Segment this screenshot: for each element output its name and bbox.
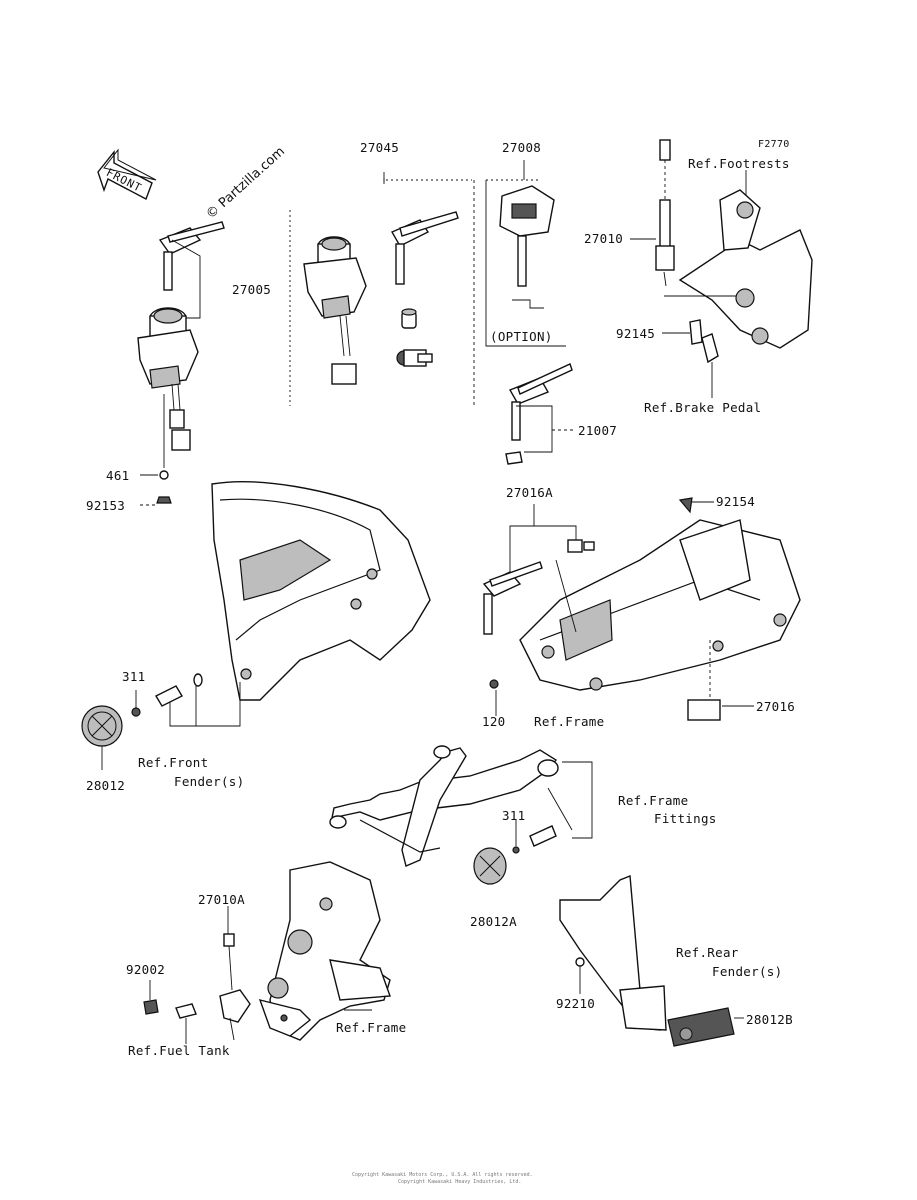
ref-rear-fender-line2: Fender(s) [712,964,783,979]
part-311-rear: 311 [502,808,526,823]
ref-rear-fender-line1: Ref.Rear [676,945,739,960]
ref-front-fender-line1: Ref.Front [138,755,209,770]
reflector-28012-illustration [81,705,123,747]
part-27045: 27045 [360,140,400,155]
part-27008: 27008 [502,140,542,155]
brake-switch-illustration [655,139,813,398]
part-27010: 27010 [584,231,624,246]
part-311-front: 311 [122,669,146,684]
switch-27010A-illustration [143,933,251,1041]
part-27016A: 27016A [506,485,553,500]
ref-frame-fittings-line2: Fittings [654,811,717,826]
part-28012B: 28012B [746,1012,793,1027]
ref-fuel-tank: Ref.Fuel Tank [128,1043,230,1058]
part-28012: 28012 [86,778,126,793]
reflector-28012A-illustration [473,847,507,885]
copyright-line-2: Copyright Kawasaki Heavy Industries, Ltd… [398,1179,522,1185]
figure-code: F2770 [758,139,790,150]
copyright-line-1: Copyright Kawasaki Motors Corp., U.S.A. … [352,1172,533,1178]
part-92153: 92153 [86,498,126,513]
option-label: (OPTION) [490,329,553,344]
ignition-set-illustration [303,211,459,385]
part-92145: 92145 [616,326,656,341]
rear-fender-illustration [559,875,667,1031]
footrest-bracket-illustration [258,861,391,1041]
frame-illustration [482,497,801,721]
part-21007: 21007 [578,423,618,438]
key-option-illustration [499,185,555,309]
ref-front-fender-line2: Fender(s) [174,774,245,789]
part-28012A: 28012A [470,914,517,929]
part-120: 120 [482,714,506,729]
part-27016: 27016 [756,699,796,714]
part-27005: 27005 [232,282,272,297]
front-arrow-icon [97,148,157,200]
part-92002: 92002 [126,962,166,977]
reflector-28012B-illustration [667,1007,735,1047]
part-461: 461 [106,468,130,483]
part-92154: 92154 [716,494,756,509]
key-set-illustration [505,363,573,465]
front-fender-illustration [211,481,431,701]
frame-fittings-illustration [329,745,559,867]
ref-frame-lower: Ref.Frame [336,1020,407,1035]
ref-brake-pedal: Ref.Brake Pedal [644,400,762,415]
ref-footrests: Ref.Footrests [688,156,790,171]
part-92210: 92210 [556,996,596,1011]
ref-frame-upper: Ref.Frame [534,714,605,729]
ignition-switch-illustration [137,221,225,451]
part-27010A: 27010A [198,892,245,907]
ref-frame-fittings-line1: Ref.Frame [618,793,689,808]
